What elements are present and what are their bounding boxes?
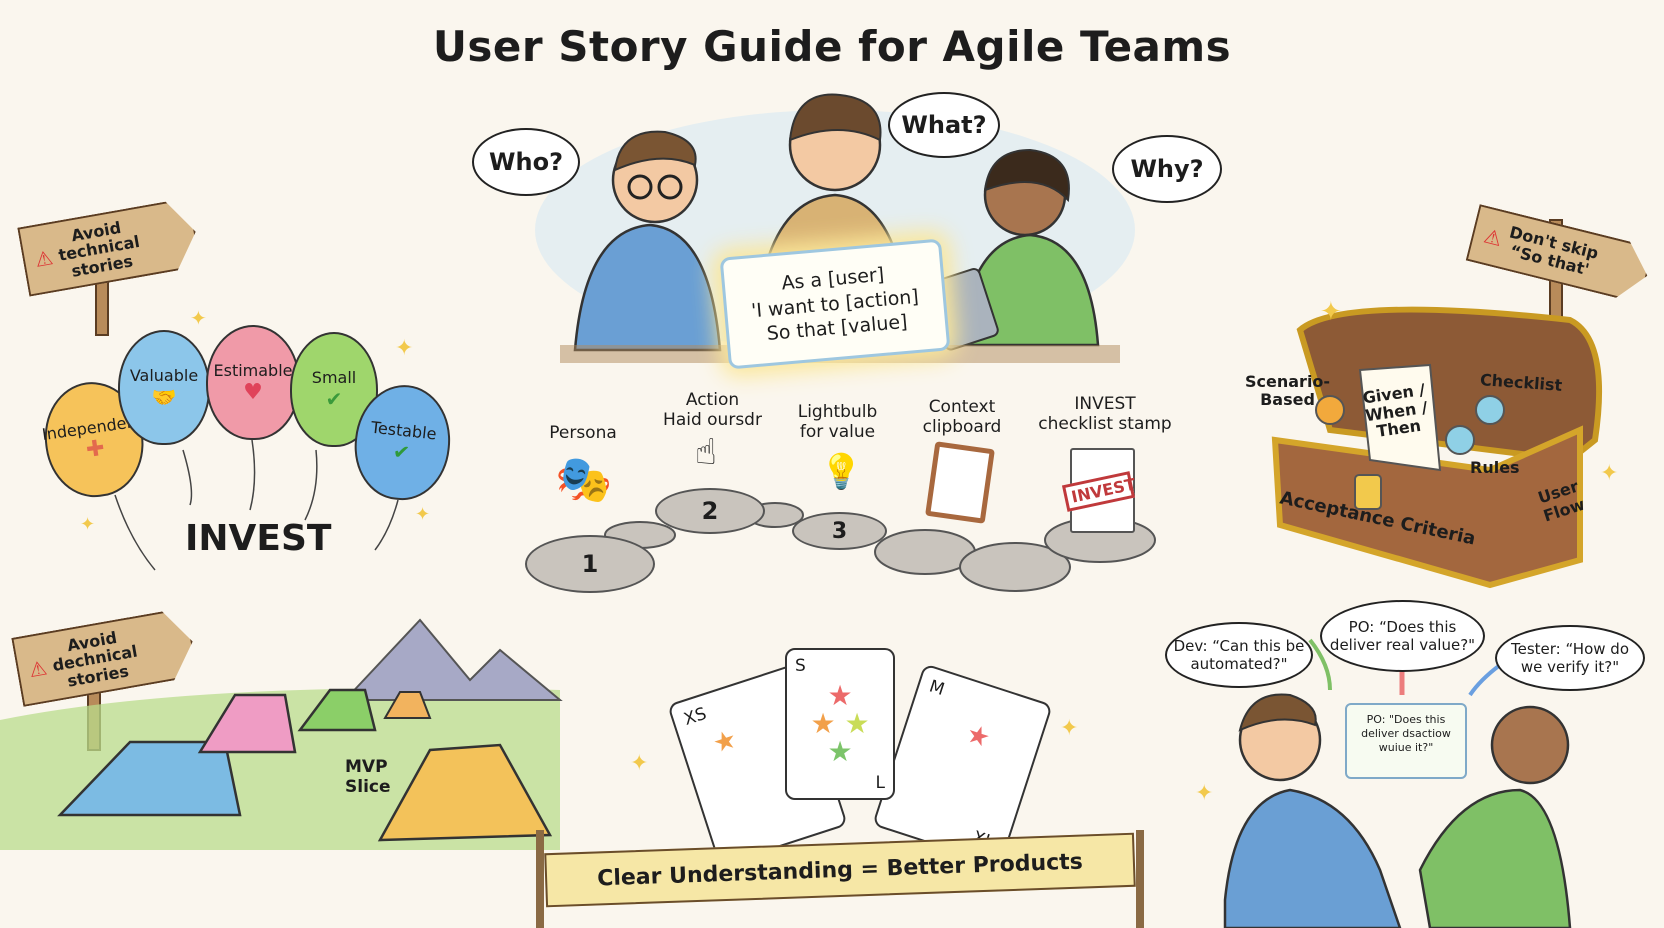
card-size-label: S <box>795 656 806 676</box>
svg-text:✦: ✦ <box>1195 781 1213 806</box>
why-speech-bubble: Why? <box>1112 135 1222 203</box>
step-label-lightbulb: Lightbulb for value <box>797 402 878 443</box>
stamp-icon: INVEST <box>1061 448 1137 533</box>
chest-label-scenario-based: Scenario- Based <box>1245 372 1331 410</box>
who-speech-bubble: Who? <box>472 128 580 196</box>
tent-pink <box>197 693 297 754</box>
user-story-card: As a [user] 'I want to [action] So that … <box>719 238 951 370</box>
svg-text:✦: ✦ <box>80 514 95 535</box>
tent-green <box>297 688 377 732</box>
svg-text:✦: ✦ <box>415 504 430 525</box>
what-speech-bubble: What? <box>888 92 1000 158</box>
page-title: User Story Guide for Agile Teams <box>432 22 1232 71</box>
chest-label-rules: Rules <box>1470 458 1520 477</box>
card-corner-label: L <box>875 773 885 793</box>
sprout-check-icon: ✔ <box>325 387 343 411</box>
chest-scroll-given-when-then: Given / When / Then <box>1361 379 1429 442</box>
mask-icon: 🎭 <box>555 452 613 506</box>
step-label-action: Action Haid oursdr <box>663 390 762 431</box>
step-label-persona: Persona <box>549 423 617 443</box>
svg-text:✦: ✦ <box>630 751 648 776</box>
balloon-label: Valuable <box>129 366 199 385</box>
balloon-valuable: Valuable🤝 <box>118 330 210 445</box>
svg-text:✦: ✦ <box>395 336 413 361</box>
mvp-slice-label: MVP Slice <box>345 757 391 797</box>
warning-icon: ⚠ <box>27 655 49 683</box>
stepping-stone-2: 2 <box>655 488 765 534</box>
treasure-chest <box>1271 306 1603 589</box>
stepping-stone-3: 3 <box>792 512 887 550</box>
invest-stamp: INVEST <box>1061 471 1137 512</box>
step-label-invest-stamp: INVEST checklist stamp <box>1038 394 1172 434</box>
pointing-hand-icon: ☝ <box>695 432 717 473</box>
po-speech-bubble: PO: “Does this deliver real value?" <box>1320 600 1485 672</box>
dev-speech-bubble: Dev: “Can this be automated?" <box>1165 622 1313 688</box>
stepping-stone-1: 1 <box>525 535 655 593</box>
star-icon: ★ <box>827 735 853 768</box>
lightbulb-icon: 💡 <box>820 452 863 492</box>
tent-mvp-gift <box>377 743 553 842</box>
invest-heading: INVEST <box>185 518 332 559</box>
balloon-label: Small <box>311 368 357 387</box>
svg-text:✦: ✦ <box>1060 716 1078 741</box>
star-icon: ★ <box>827 679 853 712</box>
step-label-context: Context clipboard <box>922 397 1002 438</box>
svg-text:✦: ✦ <box>1600 461 1618 486</box>
svg-text:✦: ✦ <box>190 306 207 330</box>
estimation-card-s: S ★ ★ ★ ★ L <box>785 648 895 800</box>
tester-speech-bubble: Tester: “How do we verify it?" <box>1495 625 1645 691</box>
held-story-card: PO: "Does this deliver dsactiow wuiue it… <box>1345 703 1467 779</box>
warning-icon: ⚠ <box>33 245 55 272</box>
balloon-estimable: Estimable♥ <box>206 325 300 440</box>
heart-icon: ♥ <box>243 379 263 405</box>
puzzle-icon: ✚ <box>84 435 107 463</box>
balloon-label: Estimable <box>213 360 293 380</box>
sprout-check-icon: ✔ <box>391 439 412 465</box>
svg-text:✦: ✦ <box>1320 297 1342 327</box>
warning-icon: ⚠ <box>1481 223 1505 252</box>
handshake-icon: 🤝 <box>151 385 177 409</box>
star-icon: ★ <box>810 707 836 740</box>
developer-figure <box>573 130 722 352</box>
clipboard-icon <box>925 441 995 524</box>
star-icon: ★ <box>844 707 870 740</box>
